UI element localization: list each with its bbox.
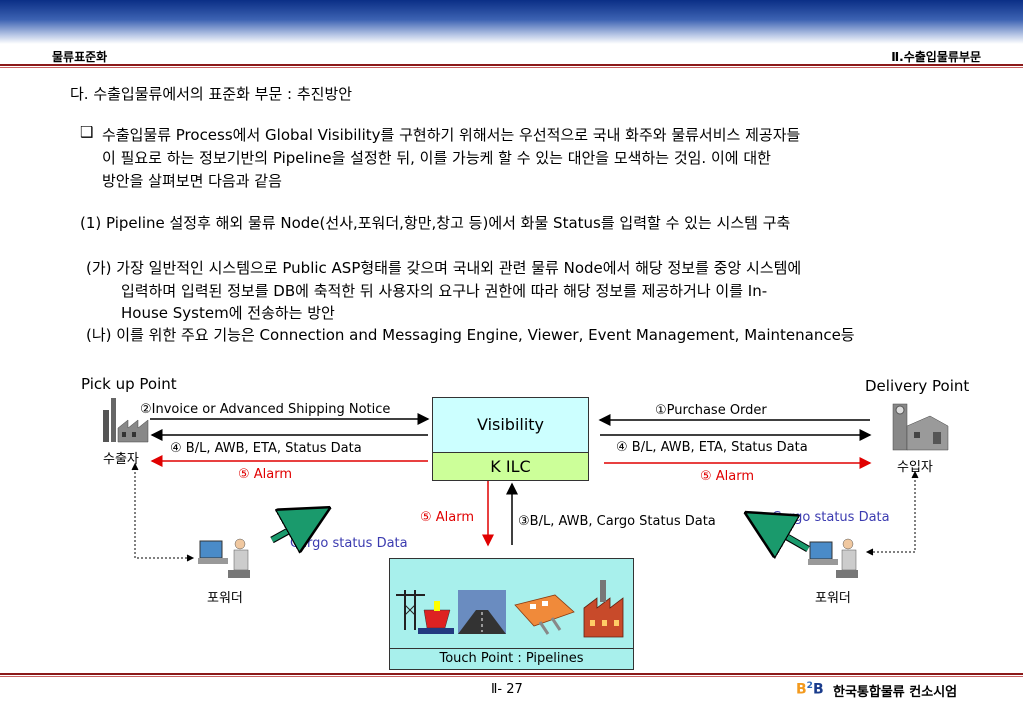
- port-crane-icon: [396, 590, 454, 634]
- header-left-title: 물류표준화: [52, 50, 108, 64]
- forwarder-left-icon: [198, 538, 250, 578]
- importer-label: 수입자: [897, 460, 933, 475]
- forwarder-right-icon: [808, 538, 858, 578]
- item-na: (나) 이를 위한 주요 기능은 Connection and Messagin…: [86, 326, 855, 344]
- exporter-label: 수출자: [103, 452, 139, 467]
- bl-left-label: ④ B/L, AWB, ETA, Status Data: [170, 441, 362, 456]
- section-title: 다. 수출입물류에서의 표준화 부문 : 추진방안: [70, 85, 353, 103]
- connector-arrowhead-right-left: [865, 548, 874, 556]
- footer-divider: [0, 673, 1023, 675]
- cargo-left-green-arrow: [270, 512, 322, 540]
- footer-divider-thin: [0, 676, 1023, 677]
- item-1: (1) Pipeline 설정후 해외 물류 Node(선사,포워더,항만,창고…: [80, 214, 791, 232]
- page-number: Ⅱ- 27: [491, 682, 523, 697]
- alarm-left-label: ⑤ Alarm: [238, 467, 293, 482]
- bullet-line-3: 방안을 살펴보면 다음과 같음: [102, 172, 282, 190]
- header-divider: [0, 64, 1023, 66]
- item-ga-line-2: 입력하며 입력된 정보를 DB에 축적한 뒤 사용자의 요구나 권한에 따라 해…: [121, 282, 768, 300]
- factory-icon: [103, 398, 149, 443]
- connector-arrowhead-right-up: [911, 470, 919, 479]
- visibility-box: Visibility: [432, 397, 589, 453]
- kilc-box: K ILC: [432, 452, 589, 481]
- bullet-line-2: 이 필요로 하는 정보기반의 Pipeline을 설정한 뒤, 이를 가능케 할…: [102, 149, 771, 167]
- footer-org: 한국통합물류 컨소시엄: [833, 685, 958, 700]
- delivery-point-label: Delivery Point: [865, 377, 970, 395]
- cargo-right-label: Cargo status Data: [772, 510, 890, 525]
- pickup-point-label: Pick up Point: [81, 375, 177, 393]
- highway-icon: [458, 590, 506, 634]
- header-right-section: Ⅱ.수출입물류부문: [891, 50, 981, 64]
- touch-point-label: Touch Point : Pipelines: [390, 648, 633, 669]
- exporter-forwarder-connector: [134, 468, 192, 559]
- cargo-center-label: ③B/L, AWB, Cargo Status Data: [518, 514, 716, 529]
- alarm-center-label: ⑤ Alarm: [420, 510, 475, 525]
- connector-arrowhead-left-up: [131, 462, 139, 471]
- item-ga-line-3: House System에 전송하는 방안: [121, 304, 335, 322]
- warehouse-factory-icon: [583, 580, 624, 638]
- invoice-label: ②Invoice or Advanced Shipping Notice: [140, 402, 391, 417]
- importer-forwarder-connector: [868, 476, 916, 553]
- bl-right-label: ④ B/L, AWB, ETA, Status Data: [616, 440, 808, 455]
- header-divider-thin: [0, 67, 1023, 68]
- forwarder-left-label: 포워더: [207, 591, 243, 606]
- cargo-right-green-arrow: [753, 517, 810, 549]
- b2b-logo: B2B: [796, 681, 824, 698]
- warehouse-icon: [892, 403, 949, 451]
- bullet-box-icon: ❑: [80, 123, 94, 141]
- header-gradient-band: [0, 0, 1023, 44]
- forwarder-right-label: 포워더: [815, 591, 851, 606]
- bullet-line-1: 수출입물류 Process에서 Global Visibility를 구현하기 …: [102, 126, 801, 144]
- alarm-right-label: ⑤ Alarm: [700, 469, 755, 484]
- item-ga-line-1: (가) 가장 일반적인 시스템으로 Public ASP형태를 갖으며 국내외 …: [86, 259, 802, 277]
- connector-arrowhead-left-right: [186, 554, 195, 562]
- purchase-order-label: ①Purchase Order: [655, 403, 767, 418]
- cargo-ship-icon: [514, 594, 575, 635]
